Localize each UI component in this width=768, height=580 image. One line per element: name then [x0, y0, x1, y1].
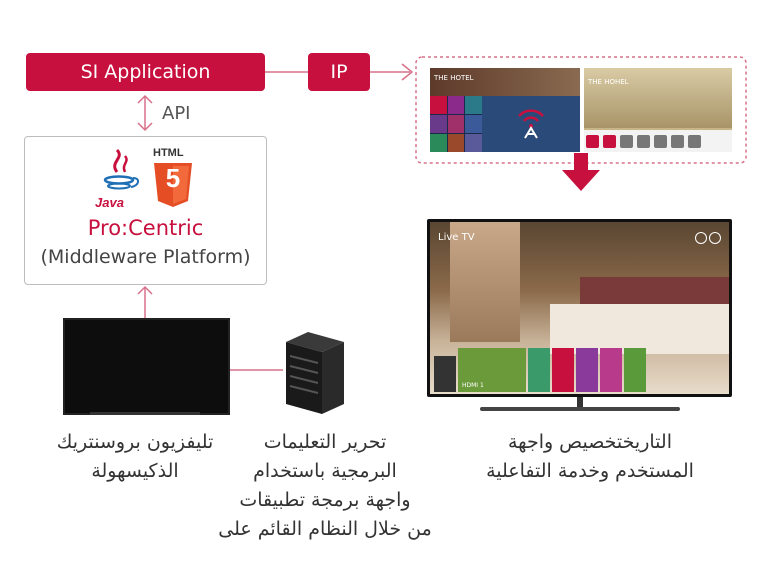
si-application-label: SI Application [80, 61, 211, 83]
procentric-smart-tv [63, 318, 230, 415]
caption-api-line-2: البرمجية باستخدام [253, 460, 397, 482]
landscape-image [584, 68, 732, 128]
procentric-brand: Pro:Centric [87, 216, 204, 240]
app-icon-row [584, 130, 732, 152]
input-icon [695, 232, 707, 244]
hotel-tv: Live TV HDMI 1 [427, 219, 732, 407]
smart-tv-stand [90, 412, 200, 415]
caption-ui-line-2: المستخدم وخدمة التفاعلية [486, 460, 694, 482]
settings-icon [709, 232, 721, 244]
screen-left-title: THE HOTEL [434, 74, 474, 82]
caption-api-programming: تحرير التعليمات البرمجية باستخدام واجهة … [190, 428, 460, 544]
hotel-tv-stand [480, 407, 680, 411]
down-arrow-head-icon [562, 170, 600, 191]
live-tv-label: Live TV [438, 232, 475, 243]
java-logo-icon [103, 148, 139, 190]
caption-api-line-1: تحرير التعليمات [263, 431, 387, 453]
ip-arrow-head-icon [401, 63, 414, 81]
hdmi-tile-label: HDMI 1 [462, 382, 484, 389]
launcher-bar: HDMI 1 [430, 342, 729, 392]
wifi-icon [518, 109, 544, 139]
api-label: API [162, 103, 191, 124]
api-arrow-down-icon [137, 122, 153, 132]
tv-arrow-up-icon [137, 285, 153, 295]
ip-label: IP [330, 61, 348, 83]
caption-smart-tv-line-2: الذكيسهولة [91, 460, 179, 482]
caption-smart-tv-line-1: تليفزيون بروسنتريك [56, 431, 214, 453]
menu-tile-grid [430, 96, 482, 152]
html5-shield-icon [154, 163, 192, 207]
screen-right-title: THE HOHEL [588, 78, 629, 86]
si-application-box: SI Application [26, 53, 265, 91]
ip-box: IP [308, 53, 370, 91]
screen-header-image [430, 68, 580, 96]
caption-api-line-4: من خلال النظام القائم على [218, 518, 432, 540]
screen-thumbnail-right: THE HOHEL [584, 68, 732, 152]
caption-ui-line-1: التاريختخصيص واجهة [508, 431, 672, 453]
caption-ui-customization: التاريختخصيص واجهة المستخدم وخدمة التفاع… [450, 428, 730, 486]
middleware-subtitle: (Middleware Platform) [40, 246, 251, 268]
html5-digit: 5 [165, 163, 181, 193]
middleware-box: Java HTML 5 Pro:Centric (Middleware Plat… [24, 136, 267, 285]
hotel-room-scene: Live TV HDMI 1 [430, 222, 729, 394]
down-arrow-stem [574, 153, 588, 171]
api-arrow-up-icon [137, 94, 153, 104]
screen-thumbnail-left: THE HOTEL [430, 68, 580, 152]
caption-smart-tv: تليفزيون بروسنتريك الذكيسهولة [20, 428, 250, 486]
html5-label: HTML [153, 147, 184, 159]
caption-api-line-3: واجهة برمجة تطبيقات [239, 489, 411, 511]
server-icon [286, 332, 344, 414]
java-label: Java [95, 195, 124, 210]
